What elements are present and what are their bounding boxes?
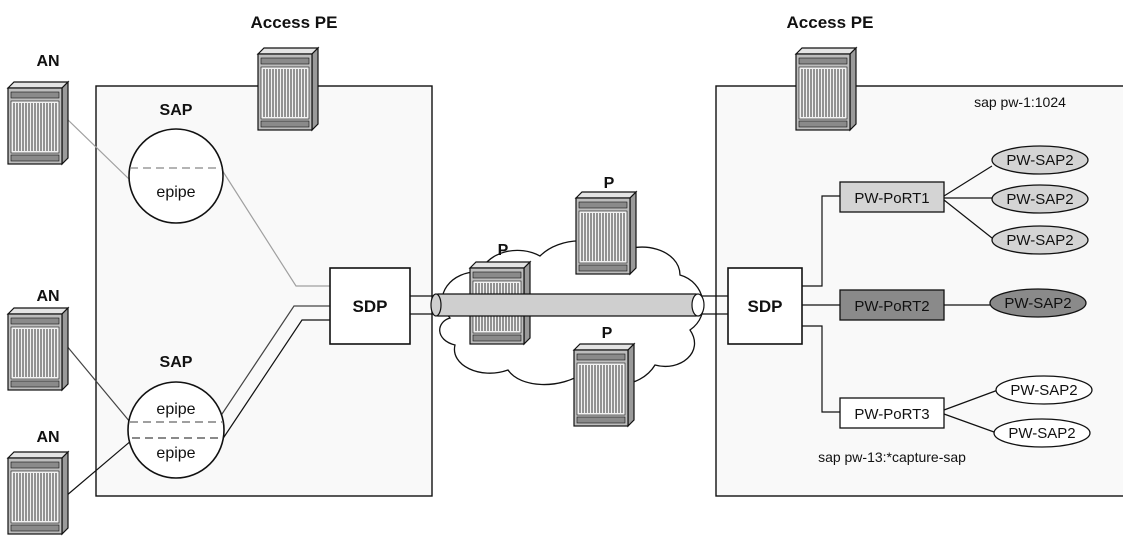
right-connections — [802, 165, 999, 433]
pw-port-2-label: PW-PoRT2 — [854, 298, 929, 315]
pw-sap-ellipse-6 — [993, 418, 1091, 448]
sap-pw-13-label: sap pw-13:*capture-sap — [818, 449, 966, 465]
pw-sap-label-4: PW-SAP2 — [1004, 295, 1071, 312]
pw-sap-label-1: PW-SAP2 — [1006, 152, 1073, 169]
access-pe-right-device-icon — [795, 47, 857, 131]
p-router-top-icon — [575, 191, 637, 275]
sdp-right-box — [727, 267, 803, 345]
sdp-left-box — [329, 267, 411, 345]
sap-bottom-circle — [127, 381, 225, 479]
access-pe-right-label: Access PE — [787, 13, 874, 32]
sdp-left-label: SDP — [353, 297, 388, 316]
left-connections — [65, 117, 330, 497]
pw-sap-label-6: PW-SAP2 — [1008, 425, 1075, 442]
an-bottom-device-icon — [7, 451, 69, 535]
pw-sap-ellipse-4 — [989, 288, 1087, 318]
pseudowire-tunnel — [430, 293, 705, 317]
pw-sap-ellipse-1 — [991, 145, 1089, 175]
p-left-label: P — [498, 242, 509, 259]
pw-sap-ellipse-3 — [991, 225, 1089, 255]
sap-bottom-label: SAP — [160, 354, 193, 371]
sap-top-circle — [128, 128, 224, 224]
an-bottom-label: AN — [36, 429, 59, 446]
access-pe-left-device-icon — [257, 47, 319, 131]
pw-port-3-label: PW-PoRT3 — [854, 406, 929, 423]
sap-pw-1-label: sap pw-1:1024 — [974, 94, 1066, 110]
sap-top-label: SAP — [160, 102, 193, 119]
pw-port-1-label: PW-PoRT1 — [854, 190, 929, 207]
an-mid-device-icon — [7, 307, 69, 391]
pw-sap-label-3: PW-SAP2 — [1006, 232, 1073, 249]
access-pe-left-label: Access PE — [251, 13, 338, 32]
pw-sap-label-2: PW-SAP2 — [1006, 191, 1073, 208]
an-top-label: AN — [36, 53, 59, 70]
pw-port-3-box — [839, 397, 945, 429]
sdp-right-label: SDP — [748, 297, 783, 316]
an-mid-label: AN — [36, 288, 59, 305]
p-top-label: P — [604, 175, 615, 192]
p-router-bottom-icon — [573, 343, 635, 427]
pw-port-2-box — [839, 289, 945, 321]
pw-sap-ellipse-2 — [991, 184, 1089, 214]
an-top-device-icon — [7, 81, 69, 165]
epipe-top-label: epipe — [156, 184, 195, 201]
pw-sap-ellipse-5 — [995, 375, 1093, 405]
p-bottom-label: P — [602, 325, 613, 342]
epipe-bottom-label-1: epipe — [156, 401, 195, 418]
epipe-bottom-label-2: epipe — [156, 445, 195, 462]
pw-sap-label-5: PW-SAP2 — [1010, 382, 1077, 399]
pw-port-1-box — [839, 181, 945, 213]
